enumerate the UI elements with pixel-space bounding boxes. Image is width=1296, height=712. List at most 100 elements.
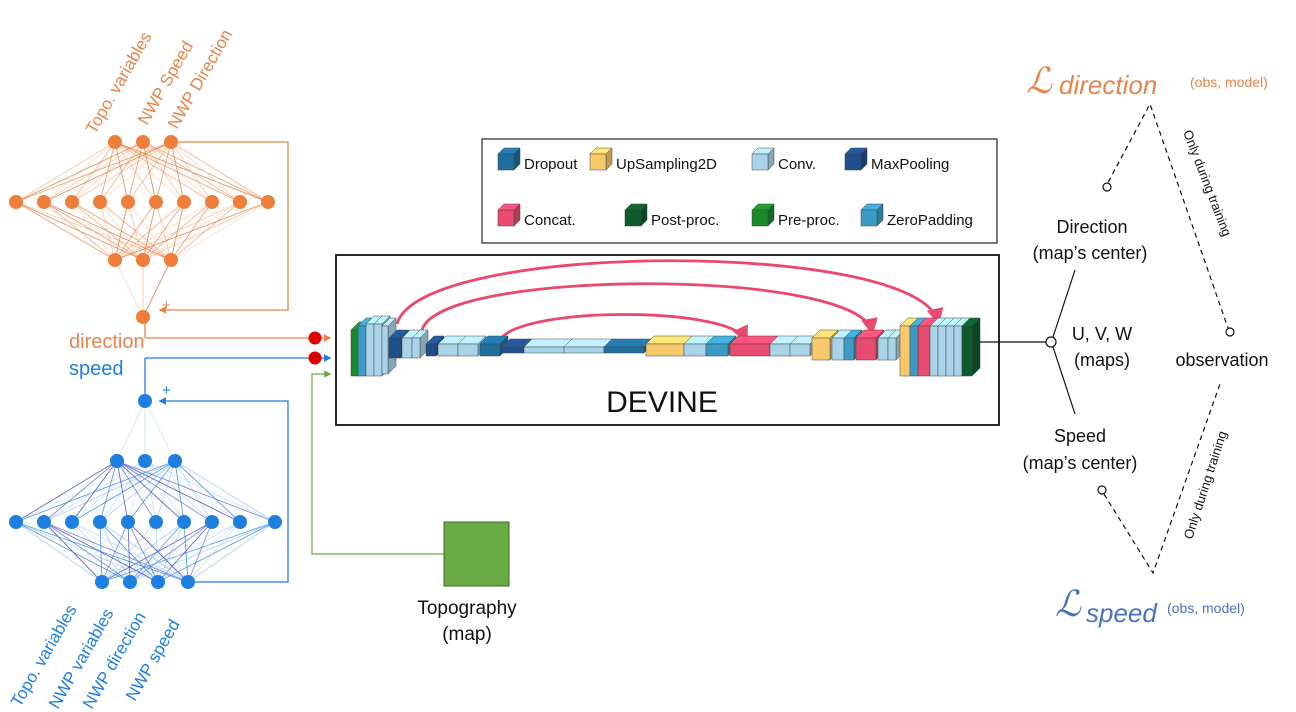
speed-skip-connection bbox=[158, 397, 289, 583]
direction-loss-node bbox=[1102, 182, 1112, 192]
direction-network-node bbox=[108, 253, 122, 267]
legend-label-maxpooling: MaxPooling bbox=[871, 156, 949, 173]
direction-network-node bbox=[164, 253, 178, 267]
skip-arc-inner bbox=[498, 313, 748, 344]
direction-network-node bbox=[136, 135, 150, 149]
direction-network-edge bbox=[127, 141, 172, 203]
speed-loss-args: (obs, model) bbox=[1167, 600, 1245, 616]
speed-network-edge bbox=[183, 521, 189, 583]
speed-network-edge bbox=[187, 521, 241, 583]
speed-network-edge bbox=[99, 521, 189, 583]
layer-block-dropout bbox=[603, 338, 653, 354]
direction-network-edge bbox=[155, 141, 172, 203]
speed-network-edge bbox=[101, 521, 276, 583]
direction-network-node bbox=[121, 195, 135, 209]
layer-block-post-proc bbox=[961, 317, 981, 377]
speed-network: + speed Topo. variables NWP variables NW… bbox=[7, 351, 332, 712]
speed-network-edge bbox=[144, 400, 176, 462]
speed-network-node bbox=[149, 515, 163, 529]
speed-loss-dashed-path bbox=[1103, 383, 1221, 575]
legend-swatch-post-proc bbox=[624, 203, 648, 227]
topography-map-square bbox=[443, 521, 510, 587]
speed-network-edge bbox=[15, 521, 131, 583]
legend-label-conv: Conv. bbox=[778, 156, 816, 173]
speed-network-edge bbox=[129, 521, 276, 583]
direction-network-edge bbox=[142, 201, 269, 261]
direction-skip-connection bbox=[158, 141, 289, 314]
speed-input-dot bbox=[308, 351, 322, 365]
direction-network-node bbox=[233, 195, 247, 209]
direction-network-edge bbox=[170, 141, 269, 203]
direction-network-edge bbox=[170, 141, 185, 203]
direction-input-dot bbox=[308, 331, 322, 345]
devine-model: DEVINE bbox=[335, 254, 1000, 426]
speed-network-edge bbox=[15, 460, 118, 523]
speed-loss-label: ℒ speed (obs, model) bbox=[1055, 583, 1245, 628]
speed-network-edge bbox=[15, 460, 176, 523]
speed-network-node bbox=[138, 454, 152, 468]
speed-network-node bbox=[93, 515, 107, 529]
direction-network-node bbox=[164, 135, 178, 149]
direction-network-edge bbox=[170, 141, 241, 203]
direction-network-edge bbox=[99, 141, 172, 203]
speed-network-edge bbox=[71, 460, 118, 523]
speed-network-node bbox=[168, 454, 182, 468]
speed-network-edge bbox=[155, 521, 159, 583]
speed-network-edge bbox=[127, 521, 159, 583]
speed-network-edge bbox=[99, 460, 176, 523]
direction-network-edge bbox=[114, 201, 157, 261]
speed-network-edge bbox=[155, 460, 176, 523]
direction-network-node bbox=[37, 195, 51, 209]
direction-center-label-line2: (map’s center) bbox=[1033, 243, 1148, 263]
direction-network-node bbox=[136, 310, 150, 324]
direction-network-edge bbox=[71, 201, 116, 261]
legend-label-zeropadding: ZeroPadding bbox=[887, 212, 973, 229]
speed-network-edge bbox=[174, 460, 276, 523]
legend-swatch-upsampling2d bbox=[589, 147, 613, 171]
speed-network-node bbox=[177, 515, 191, 529]
speed-network-node bbox=[121, 515, 135, 529]
direction-network-node bbox=[65, 195, 79, 209]
output-node bbox=[1045, 336, 1057, 348]
legend-swatch-maxpooling bbox=[844, 147, 868, 171]
direction-network-node bbox=[9, 195, 23, 209]
legend-swatch-dropout bbox=[497, 147, 521, 171]
speed-network-edge bbox=[116, 460, 157, 523]
legend-label-upsampling2d: UpSampling2D bbox=[616, 156, 717, 173]
direction-center-label-line1: Direction bbox=[1056, 217, 1127, 237]
speed-network-node bbox=[205, 515, 219, 529]
direction-loss-dashed-path bbox=[1103, 102, 1229, 329]
devine-title: DEVINE bbox=[606, 386, 718, 419]
speed-network-node bbox=[138, 394, 152, 408]
speed-network-edge bbox=[43, 460, 176, 523]
topography-label-line2: (map) bbox=[442, 624, 492, 645]
unet-layers bbox=[350, 315, 981, 377]
speed-network-edge bbox=[116, 460, 241, 523]
speed-network-edge bbox=[157, 521, 213, 583]
direction-network-edge bbox=[142, 259, 172, 318]
direction-network-node bbox=[177, 195, 191, 209]
direction-network-edge bbox=[114, 201, 241, 261]
speed-network-edge bbox=[99, 521, 159, 583]
direction-network-node bbox=[108, 135, 122, 149]
maps-label-line1: U, V, W bbox=[1072, 324, 1132, 344]
outputs-section: U, V, W (maps) Direction (map’s center) … bbox=[980, 60, 1269, 628]
speed-network-edge bbox=[157, 521, 185, 583]
direction-loss-subscript: direction bbox=[1059, 70, 1157, 100]
speed-network-edge bbox=[187, 521, 276, 583]
direction-network-edges bbox=[15, 141, 269, 318]
speed-network-node bbox=[110, 454, 124, 468]
direction-network-nodes bbox=[9, 135, 275, 324]
direction-network-edge bbox=[170, 201, 269, 261]
direction-network-node bbox=[136, 253, 150, 267]
legend-box bbox=[481, 138, 998, 244]
speed-network-edge bbox=[99, 460, 118, 523]
speed-network-edges bbox=[15, 400, 276, 583]
speed-loss-subscript: speed bbox=[1086, 598, 1158, 628]
direction-loss-symbol: ℒ bbox=[1026, 60, 1053, 101]
speed-output-label: speed bbox=[69, 358, 124, 380]
speed-network-edge bbox=[155, 521, 189, 583]
speed-loss-node bbox=[1097, 485, 1107, 495]
speed-network-node bbox=[233, 515, 247, 529]
